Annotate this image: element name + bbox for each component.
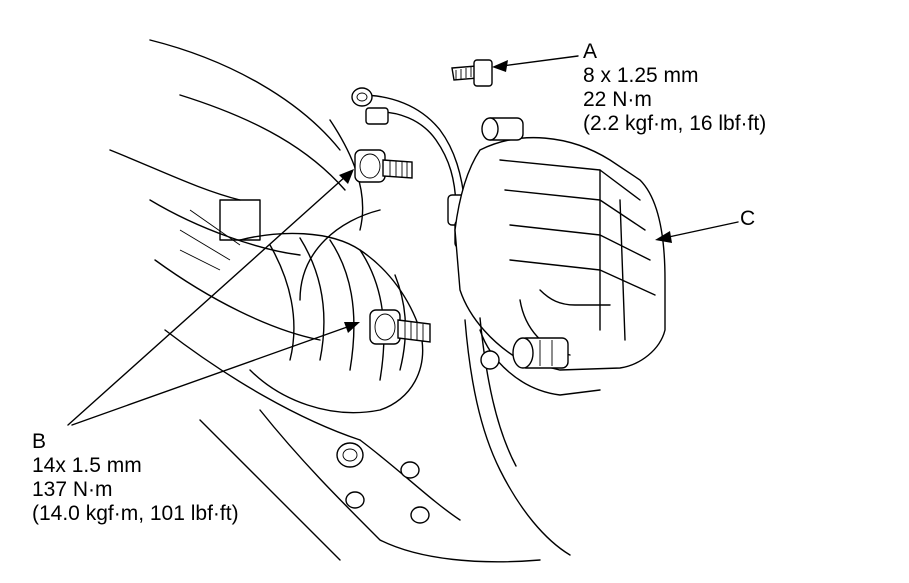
rotor-edge [336, 317, 571, 556]
callout-b-size: 14x 1.5 mm [32, 454, 142, 477]
callout-c-letter: C [740, 207, 756, 230]
callout-b: B 14x 1.5 mm 137 N·m (14.0 kgf·m, 101 lb… [32, 430, 239, 526]
bolt-a [451, 59, 493, 87]
callout-c: C [740, 207, 755, 231]
callout-b-letter: B [32, 430, 47, 453]
callout-a: A 8 x 1.25 mm 22 N·m (2.2 kgf·m, 16 lbf·… [583, 40, 766, 136]
callout-a-torque-alt: (2.2 kgf·m, 16 lbf·ft) [583, 112, 767, 135]
bolt-b-upper [354, 149, 413, 183]
callout-a-letter: A [583, 40, 598, 63]
leader-lines [67, 55, 739, 426]
callout-b-torque-alt: (14.0 kgf·m, 101 lbf·ft) [32, 502, 239, 525]
callout-a-size: 8 x 1.25 mm [583, 64, 699, 87]
callout-b-torque: 137 N·m [32, 478, 113, 501]
bolt-b-lower [369, 309, 431, 345]
callout-a-torque: 22 N·m [583, 88, 652, 111]
caliper-body [454, 117, 666, 396]
